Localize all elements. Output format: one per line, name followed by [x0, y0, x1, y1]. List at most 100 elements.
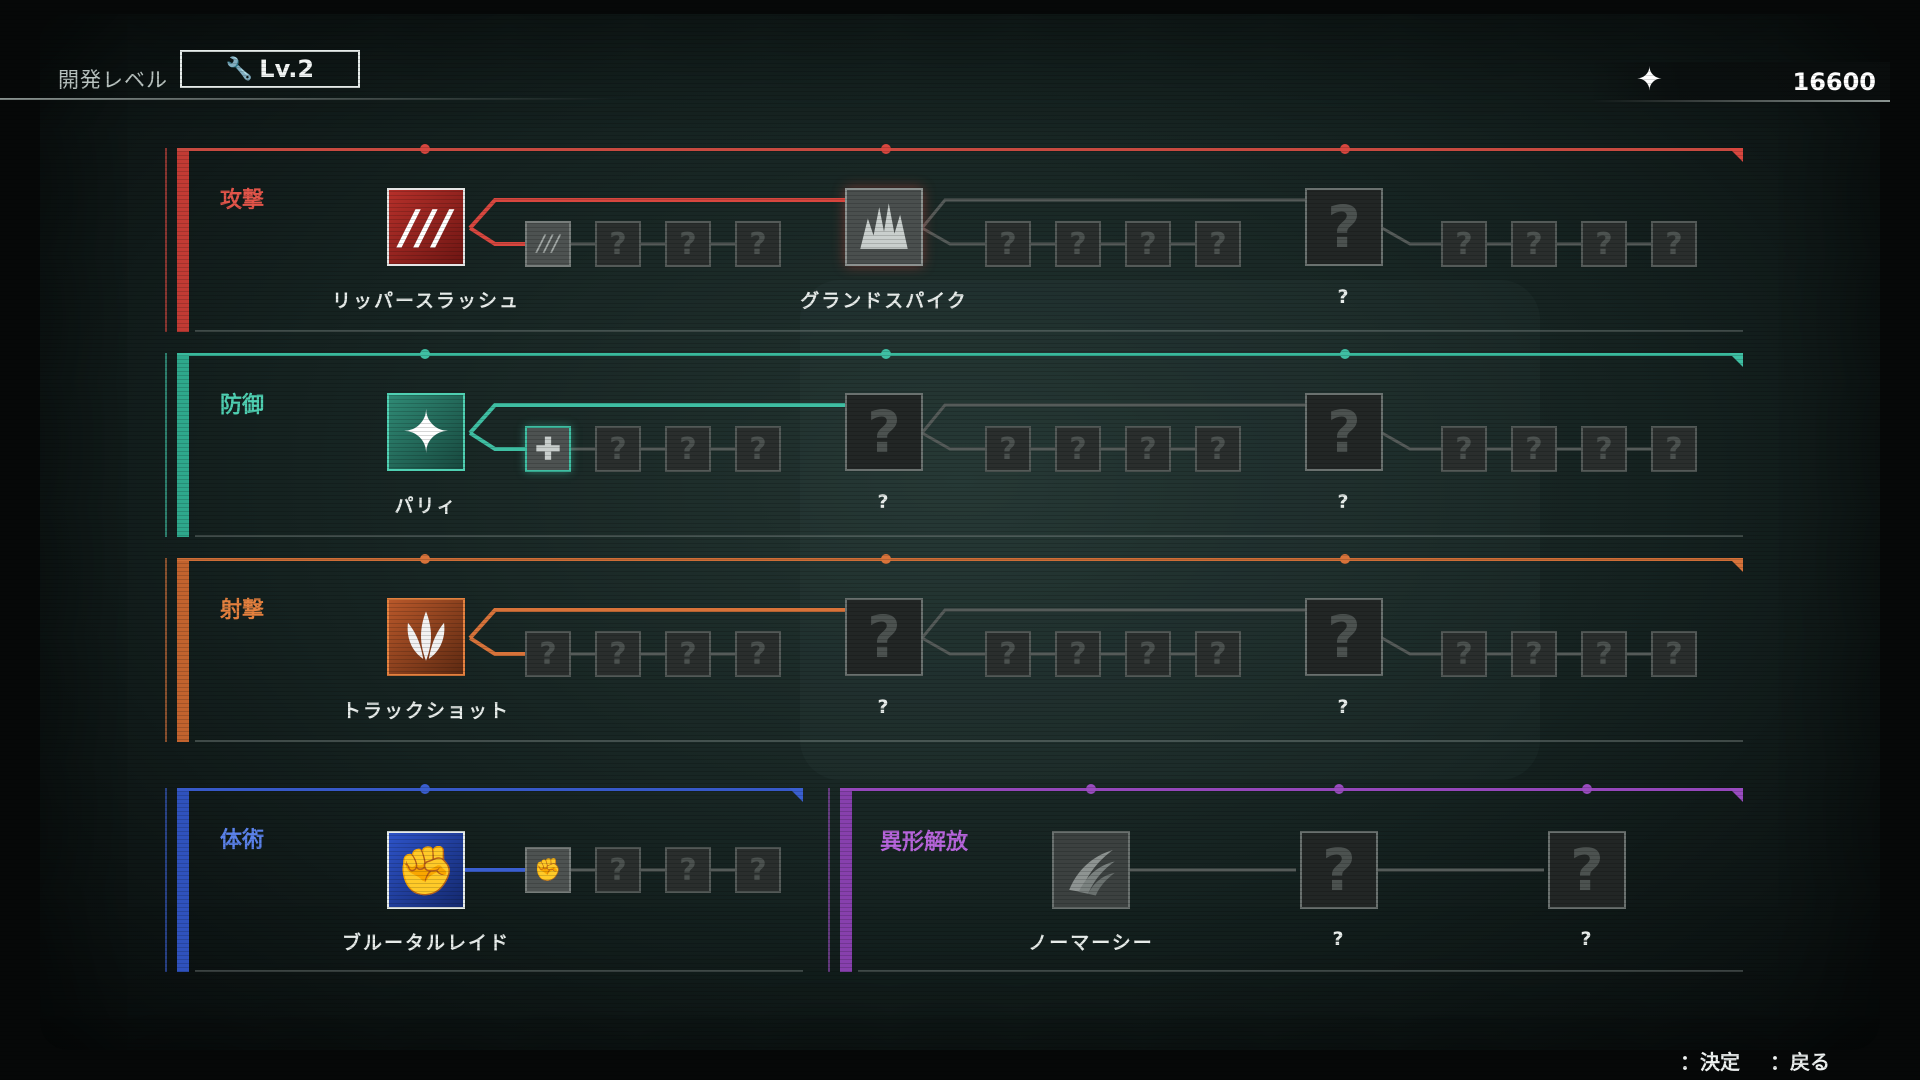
panel-attack: 攻撃 /// /// ? ? ? ? ? ? ? ? ? ? ? ? リッパース… — [165, 144, 1743, 332]
upgrade-node[interactable]: ✊ — [525, 847, 571, 893]
question-mark-icon: ? — [609, 636, 627, 672]
locked-upgrade-node[interactable]: ? — [1651, 221, 1697, 267]
locked-upgrade-node[interactable]: ? — [595, 426, 641, 472]
currency-value: 16600 — [1792, 68, 1877, 96]
locked-upgrade-node[interactable]: ? — [735, 426, 781, 472]
question-mark-icon: ? — [1595, 226, 1613, 262]
locked-upgrade-node[interactable]: ? — [1055, 426, 1101, 472]
locked-upgrade-node[interactable]: ? — [1581, 221, 1627, 267]
question-mark-icon: ? — [1069, 636, 1087, 672]
locked-upgrade-node[interactable]: ? — [595, 631, 641, 677]
tier-dot — [881, 144, 891, 154]
locked-upgrade-node[interactable]: ? — [1511, 631, 1557, 677]
locked-upgrade-node[interactable]: ? — [1511, 426, 1557, 472]
locked-upgrade-node[interactable]: ? — [665, 847, 711, 893]
upgrade-node[interactable]: ✚ — [525, 426, 571, 472]
locked-upgrade-node[interactable]: ? — [665, 631, 711, 677]
upgrade-node[interactable]: /// — [525, 221, 571, 267]
skill-connectors — [468, 198, 1651, 246]
locked-upgrade-node[interactable]: ? — [1581, 426, 1627, 472]
category-label-attack: 攻撃 — [220, 188, 265, 213]
dev-level-value: Lv.2 — [259, 55, 315, 83]
locked-skill-node[interactable]: ? — [1305, 393, 1383, 471]
skill-node-ground-spike[interactable] — [845, 188, 923, 266]
panel-defense: 防御 ✦ ✚ ? ? ? ? ? ? ? ? ? ? ? ? ? パリィ ? ? — [165, 349, 1743, 537]
question-mark-icon: ? — [1209, 431, 1227, 467]
question-mark-icon: ? — [609, 226, 627, 262]
locked-skill-node[interactable]: ? — [845, 393, 923, 471]
panel-accent-bar — [177, 788, 189, 972]
question-mark-icon: ? — [749, 852, 767, 888]
locked-upgrade-node[interactable]: ? — [1581, 631, 1627, 677]
skill-node-track-shot[interactable] — [387, 598, 465, 676]
confirm-prompt[interactable]: ：決定 — [1680, 1050, 1740, 1074]
locked-upgrade-node[interactable]: ? — [1441, 631, 1487, 677]
locked-upgrade-node[interactable]: ? — [735, 221, 781, 267]
locked-upgrade-node[interactable]: ? — [1511, 221, 1557, 267]
category-label-defense: 防御 — [220, 393, 265, 418]
question-mark-icon: ? — [749, 226, 767, 262]
locked-upgrade-node[interactable]: ? — [1055, 221, 1101, 267]
skill-name: パリィ — [394, 495, 458, 517]
question-mark-icon: ? — [679, 226, 697, 262]
locked-skill-node[interactable]: ? — [1548, 831, 1626, 909]
skill-name: ? — [1337, 286, 1351, 308]
claw-slash-icon: /// — [400, 200, 452, 254]
locked-upgrade-node[interactable]: ? — [1125, 221, 1171, 267]
locked-upgrade-node[interactable]: ? — [1125, 631, 1171, 677]
fist-icon: ✊ — [396, 842, 456, 899]
question-mark-icon: ? — [1455, 431, 1473, 467]
locked-upgrade-node[interactable]: ? — [1651, 426, 1697, 472]
background-emblem — [800, 280, 1540, 780]
question-mark-icon: ? — [679, 636, 697, 672]
tier-dot — [1340, 349, 1350, 359]
locked-upgrade-node[interactable]: ? — [525, 631, 571, 677]
skill-connectors — [468, 608, 1651, 656]
locked-upgrade-node[interactable]: ? — [1125, 426, 1171, 472]
wrench-icon: 🔧 — [225, 56, 254, 82]
locked-upgrade-node[interactable]: ? — [985, 631, 1031, 677]
locked-upgrade-node[interactable]: ? — [665, 221, 711, 267]
locked-upgrade-node[interactable]: ? — [595, 847, 641, 893]
locked-upgrade-node[interactable]: ? — [735, 631, 781, 677]
skill-node-no-mercy[interactable] — [1052, 831, 1130, 909]
panel-top-line — [177, 558, 1743, 561]
panel-edge — [165, 558, 167, 742]
locked-upgrade-node[interactable]: ? — [595, 221, 641, 267]
category-label-martial: 体術 — [220, 828, 265, 853]
skill-node-brutal-raid[interactable]: ✊ — [387, 831, 465, 909]
locked-upgrade-node[interactable]: ? — [1441, 221, 1487, 267]
panel-corner — [1729, 788, 1743, 802]
skill-node-parry[interactable]: ✦ — [387, 393, 465, 471]
triple-shot-icon — [407, 611, 445, 661]
locked-upgrade-node[interactable]: ? — [985, 426, 1031, 472]
tier-dot — [881, 349, 891, 359]
locked-skill-node[interactable]: ? — [1305, 598, 1383, 676]
locked-upgrade-node[interactable]: ? — [1195, 426, 1241, 472]
locked-upgrade-node[interactable]: ? — [665, 426, 711, 472]
panel-top-line — [177, 353, 1743, 356]
locked-skill-node[interactable]: ? — [1300, 831, 1378, 909]
compass-star-icon: ✦ — [401, 398, 451, 466]
locked-upgrade-node[interactable]: ? — [1651, 631, 1697, 677]
back-prompt[interactable]: ：戻る — [1770, 1050, 1830, 1074]
locked-skill-node[interactable]: ? — [1305, 188, 1383, 266]
panel-edge — [165, 353, 167, 537]
tier-dot — [881, 554, 891, 564]
panel-bottom-line — [195, 740, 1743, 742]
panel-corner — [1729, 558, 1743, 572]
locked-upgrade-node[interactable]: ? — [1195, 221, 1241, 267]
question-mark-icon: ? — [1139, 226, 1157, 262]
locked-upgrade-node[interactable]: ? — [1195, 631, 1241, 677]
panel-top-line — [840, 788, 1743, 791]
locked-upgrade-node[interactable]: ? — [1055, 631, 1101, 677]
skill-node-ripper-slash[interactable]: /// — [387, 188, 465, 266]
locked-upgrade-node[interactable]: ? — [985, 221, 1031, 267]
locked-upgrade-node[interactable]: ? — [735, 847, 781, 893]
question-mark-icon: ? — [867, 398, 901, 466]
locked-skill-node[interactable]: ? — [845, 598, 923, 676]
category-label-mutant-release: 異形解放 — [880, 830, 969, 855]
panel-accent-bar — [840, 788, 852, 972]
currency-panel — [1590, 62, 1890, 102]
locked-upgrade-node[interactable]: ? — [1441, 426, 1487, 472]
